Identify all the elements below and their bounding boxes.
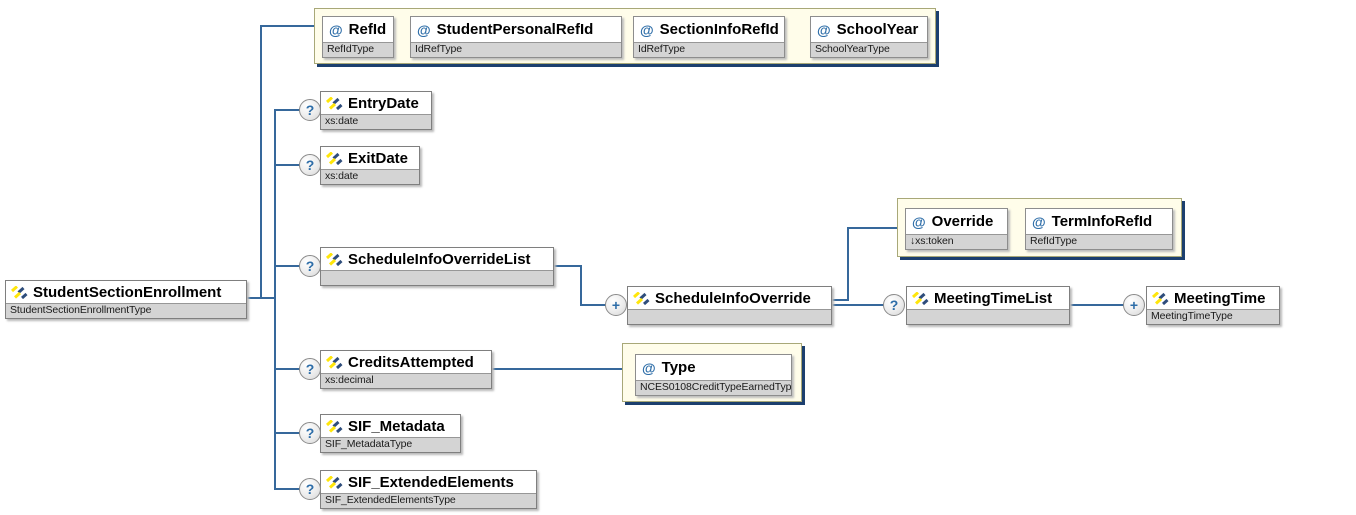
connector-branch-creditsattempted (274, 368, 301, 370)
element-type (907, 309, 1069, 324)
connector-siolist-down (580, 265, 582, 306)
connector-siolist-out (554, 265, 582, 267)
element-icon (326, 419, 343, 433)
attribute-type: IdRefType (634, 42, 784, 57)
element-type: xs:decimal (321, 373, 491, 388)
connector-sio-attr-feed (849, 227, 897, 229)
attribute-node-type[interactable]: @ Type NCES0108CreditTypeEarnedType (635, 354, 792, 396)
attribute-icon: @ (817, 21, 831, 38)
connector-branch-scheduleinfooverridelist (274, 265, 301, 267)
attribute-type: ↓xs:token (906, 234, 1007, 249)
attribute-name: TermInfoRefId (1051, 213, 1153, 230)
element-type: xs:date (321, 169, 419, 184)
element-type (628, 309, 831, 324)
element-icon (326, 355, 343, 369)
connector-trunk-attributes (260, 25, 262, 299)
attribute-icon: @ (642, 359, 656, 376)
connector-creditsattempted-typeattr (492, 368, 622, 370)
attribute-type: RefIdType (1026, 234, 1172, 249)
element-icon (326, 252, 343, 266)
attribute-icon: @ (329, 21, 343, 38)
element-name: MeetingTimeList (934, 289, 1053, 307)
attribute-icon: @ (912, 213, 926, 230)
connector-sio-meetingtimelist (832, 304, 884, 306)
element-icon (11, 285, 28, 299)
element-name: ScheduleInfoOverrideList (348, 250, 531, 268)
connector-meetingtimelist-meetingtime (1070, 304, 1124, 306)
element-icon (1152, 291, 1169, 305)
attribute-node-sectioninforefid[interactable]: @ SectionInfoRefId IdRefType (633, 16, 785, 58)
repeat-indicator: + (1123, 294, 1145, 316)
optional-indicator: ? (299, 478, 321, 500)
element-icon (912, 291, 929, 305)
attribute-name: StudentPersonalRefId (436, 21, 594, 38)
attribute-node-schoolyear[interactable]: @ SchoolYear SchoolYearType (810, 16, 928, 58)
optional-indicator: ? (299, 99, 321, 121)
attribute-icon: @ (417, 21, 431, 38)
attribute-name: RefId (348, 21, 387, 38)
element-type: xs:date (321, 114, 431, 129)
connector-sio-attr-h1 (832, 299, 849, 301)
connector-attributes-feed (262, 25, 314, 27)
attribute-name: SchoolYear (836, 21, 919, 38)
element-name: StudentSectionEnrollment (33, 283, 222, 301)
element-node-studentsectionenrollment[interactable]: StudentSectionEnrollment StudentSectionE… (5, 280, 247, 319)
element-name: MeetingTime (1174, 289, 1266, 307)
element-name: SIF_Metadata (348, 417, 445, 435)
element-icon (326, 475, 343, 489)
attribute-type: NCES0108CreditTypeEarnedType (636, 380, 791, 395)
connector-sio-attr-up (847, 227, 849, 301)
element-name: EntryDate (348, 94, 419, 112)
repeat-indicator: + (605, 294, 627, 316)
optional-indicator: ? (299, 154, 321, 176)
element-type: MeetingTimeType (1147, 309, 1279, 324)
optional-indicator: ? (299, 255, 321, 277)
attribute-name: Type (661, 359, 696, 376)
attribute-node-studentpersonalrefid[interactable]: @ StudentPersonalRefId IdRefType (410, 16, 622, 58)
element-type: SIF_ExtendedElementsType (321, 493, 536, 508)
element-node-meetingtime[interactable]: MeetingTime MeetingTimeType (1146, 286, 1280, 325)
optional-indicator: ? (299, 422, 321, 444)
element-node-meetingtimelist[interactable]: MeetingTimeList (906, 286, 1070, 325)
element-node-creditsattempted[interactable]: CreditsAttempted xs:decimal (320, 350, 492, 389)
optional-indicator: ? (883, 294, 905, 316)
element-node-sifextendedelements[interactable]: SIF_ExtendedElements SIF_ExtendedElement… (320, 470, 537, 509)
connector-branch-sifextendedelements (274, 488, 301, 490)
element-name: SIF_ExtendedElements (348, 473, 514, 491)
element-node-sifmetadata[interactable]: SIF_Metadata SIF_MetadataType (320, 414, 461, 453)
attribute-icon: @ (640, 21, 654, 38)
element-name: ExitDate (348, 149, 409, 167)
element-icon (326, 151, 343, 165)
element-type: SIF_MetadataType (321, 437, 460, 452)
attribute-icon: @ (1032, 213, 1046, 230)
element-icon (633, 291, 650, 305)
element-node-exitdate[interactable]: ExitDate xs:date (320, 146, 420, 185)
element-node-entrydate[interactable]: EntryDate xs:date (320, 91, 432, 130)
connector-branch-entrydate (274, 109, 301, 111)
element-name: CreditsAttempted (348, 353, 474, 371)
optional-indicator: ? (299, 358, 321, 380)
element-node-scheduleinfooverride[interactable]: ScheduleInfoOverride (627, 286, 832, 325)
connector-trunk-children (274, 109, 276, 490)
attribute-name: SectionInfoRefId (659, 21, 779, 38)
connector-siolist-in (582, 304, 606, 306)
element-node-scheduleinfooverridelist[interactable]: ScheduleInfoOverrideList (320, 247, 554, 286)
attribute-type: SchoolYearType (811, 42, 927, 57)
element-name: ScheduleInfoOverride (655, 289, 811, 307)
attribute-type: IdRefType (411, 42, 621, 57)
attribute-name: Override (931, 213, 994, 230)
attribute-node-override[interactable]: @ Override ↓xs:token (905, 208, 1008, 250)
attribute-type: RefIdType (323, 42, 393, 57)
attribute-node-refid[interactable]: @ RefId RefIdType (322, 16, 394, 58)
element-type (321, 270, 553, 285)
connector-branch-sifmetadata (274, 432, 301, 434)
element-type: StudentSectionEnrollmentType (6, 303, 246, 318)
attribute-node-terminforefid[interactable]: @ TermInfoRefId RefIdType (1025, 208, 1173, 250)
connector-branch-exitdate (274, 164, 301, 166)
element-icon (326, 96, 343, 110)
